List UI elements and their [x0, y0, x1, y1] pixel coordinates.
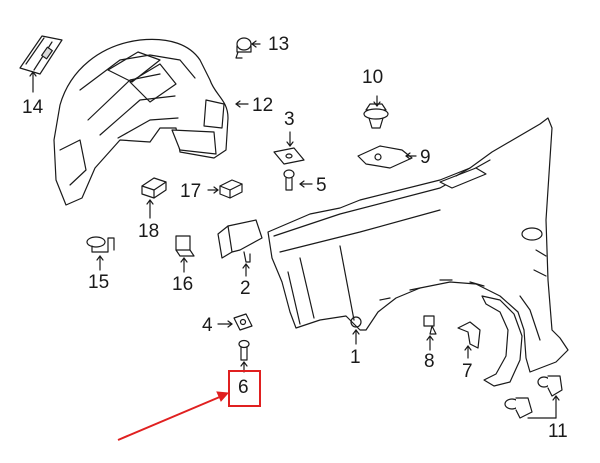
callout-2: 2 — [240, 278, 251, 299]
part-10-push-fastener — [363, 103, 389, 129]
callout-8: 8 — [424, 351, 435, 372]
callout-15: 15 — [88, 272, 110, 293]
callout-12: 12 — [252, 95, 274, 116]
leader-lines — [29, 40, 560, 419]
part-17-retainer — [219, 179, 243, 199]
part-7-arch-trim — [457, 295, 523, 387]
part-14-clip — [19, 35, 63, 75]
callout-16: 16 — [172, 274, 194, 295]
part-15-push-pin — [86, 236, 115, 253]
callout-7: 7 — [462, 361, 473, 382]
callout-5: 5 — [316, 175, 327, 196]
part-11-bolts — [504, 375, 563, 419]
part-8-screw — [423, 315, 437, 335]
part-16-clip — [175, 235, 195, 257]
callout-14: 14 — [22, 97, 44, 118]
callout-1: 1 — [350, 347, 361, 368]
callout-17: 17 — [180, 181, 202, 202]
part-5-screw — [283, 169, 295, 191]
callout-10: 10 — [362, 67, 384, 88]
part-3-nut-clip — [273, 147, 305, 165]
callout-18: 18 — [138, 221, 160, 242]
callout-6: 6 — [238, 377, 249, 398]
callout-4: 4 — [202, 315, 213, 336]
part-2-bracket — [217, 219, 263, 263]
part-1-fender — [267, 117, 569, 373]
callout-3: 3 — [284, 109, 295, 130]
part-13-bolt — [235, 37, 252, 59]
highlight-arrow — [117, 391, 230, 441]
callout-11: 11 — [548, 421, 568, 442]
part-4-clip-nut — [233, 313, 253, 331]
part-6-bolt — [238, 339, 250, 361]
part-12-fender-liner — [53, 38, 229, 206]
callout-13: 13 — [268, 34, 290, 55]
part-9-bracket — [357, 145, 413, 169]
callout-9: 9 — [420, 147, 431, 168]
part-18-retainer — [141, 177, 167, 199]
callout-6-highlight-box — [228, 370, 261, 407]
